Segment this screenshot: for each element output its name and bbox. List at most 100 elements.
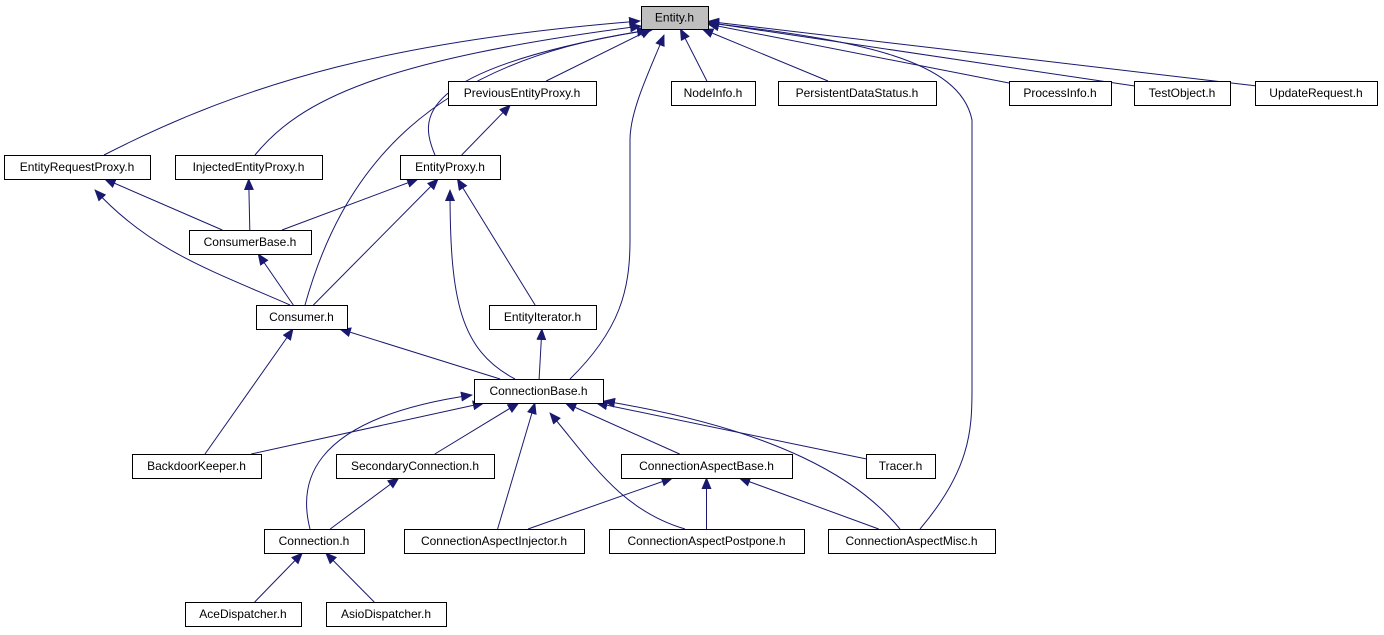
node-box: [189, 230, 312, 255]
edge-connection-to-secondary-connection: [329, 477, 400, 530]
edge-entity-iterator-to-entity-proxy: [456, 178, 536, 306]
node-box: [1134, 81, 1231, 106]
edge-consumer-base-to-injected-entity-proxy: [243, 178, 254, 231]
node-label: TestObject.h: [1149, 86, 1216, 100]
edge-consumer-base-to-entity-proxy: [281, 178, 419, 231]
edge-injected-entity-proxy-to-entity: [254, 22, 642, 156]
node-box: [400, 155, 501, 180]
edge-process-info-to-entity: [707, 21, 1010, 84]
node-label: EntityRequestProxy.h: [20, 160, 135, 174]
node-entity-request-proxy[interactable]: EntityRequestProxy.h: [4, 155, 151, 180]
node-label: Tracer.h: [879, 459, 923, 473]
edge-connection-aspect-misc-to-connection-aspect-base: [738, 477, 879, 530]
edge-persistent-data-status-to-entity: [701, 28, 829, 82]
node-label: EntityIterator.h: [504, 310, 581, 324]
edge-consumer-base-to-entity-request-proxy: [103, 178, 223, 231]
node-label: PersistentDataStatus.h: [796, 86, 919, 100]
node-box: [489, 305, 597, 330]
edge-node-info-to-entity: [679, 28, 708, 82]
edge-asio-dispatcher-to-connection: [325, 552, 375, 603]
edge-tracer-to-connection-base: [595, 400, 867, 460]
node-entity[interactable]: Entity.h: [641, 6, 709, 30]
node-box: [621, 454, 793, 479]
node-box: [1255, 81, 1378, 106]
node-label: ConnectionAspectMisc.h: [845, 534, 977, 548]
edge-update-request-to-entity: [707, 17, 1256, 87]
node-test-object[interactable]: TestObject.h: [1134, 81, 1231, 106]
node-consumer-base[interactable]: ConsumerBase.h: [189, 230, 312, 255]
edge-connection-base-to-consumer: [338, 327, 501, 380]
edge-entity-request-proxy-to-entity: [103, 16, 641, 156]
node-ace-dispatcher[interactable]: AceDispatcher.h: [185, 602, 302, 627]
node-box: [609, 529, 805, 554]
node-box: [4, 155, 151, 180]
node-connection[interactable]: Connection.h: [264, 529, 365, 554]
node-label: BackdoorKeeper.h: [147, 459, 246, 473]
node-box: [326, 602, 447, 627]
node-persistent-data-status[interactable]: PersistentDataStatus.h: [778, 81, 937, 106]
node-backdoor-keeper[interactable]: BackdoorKeeper.h: [132, 454, 262, 479]
edge-connection-aspect-injector-to-connection-base: [497, 402, 537, 530]
edge-consumer-to-consumer-base: [257, 253, 294, 306]
node-injected-entity-proxy[interactable]: InjectedEntityProxy.h: [175, 155, 323, 180]
node-label: AceDispatcher.h: [199, 607, 286, 621]
node-box: [778, 81, 937, 106]
node-label: InjectedEntityProxy.h: [193, 160, 305, 174]
node-previous-entity-proxy[interactable]: PreviousEntityProxy.h: [448, 81, 597, 106]
node-label: EntityProxy.h: [415, 160, 485, 174]
node-box: [828, 529, 996, 554]
edge-connection-base-to-entity-proxy: [445, 189, 516, 380]
node-label: ConnectionAspectPostpone.h: [627, 534, 785, 548]
edge-backdoor-keeper-to-consumer: [204, 328, 294, 455]
node-connection-base[interactable]: ConnectionBase.h: [474, 379, 604, 404]
node-box: [641, 6, 709, 30]
edge-consumer-to-entity-request-proxy: [94, 189, 291, 306]
node-label: ProcessInfo.h: [1023, 86, 1096, 100]
node-label: NodeInfo.h: [684, 86, 743, 100]
node-entity-iterator[interactable]: EntityIterator.h: [489, 305, 597, 330]
node-box: [474, 379, 604, 404]
node-consumer[interactable]: Consumer.h: [256, 305, 348, 330]
node-connection-aspect-postpone[interactable]: ConnectionAspectPostpone.h: [609, 529, 805, 554]
node-connection-aspect-base[interactable]: ConnectionAspectBase.h: [621, 454, 793, 479]
node-connection-aspect-misc[interactable]: ConnectionAspectMisc.h: [828, 529, 996, 554]
node-box: [256, 305, 348, 330]
node-update-request[interactable]: UpdateRequest.h: [1255, 81, 1378, 106]
edge-consumer-to-entity-proxy: [313, 178, 439, 306]
node-label: Connection.h: [279, 534, 350, 548]
edge-test-object-to-entity: [707, 19, 1135, 87]
node-box: [404, 529, 585, 554]
node-tracer[interactable]: Tracer.h: [866, 454, 936, 479]
node-box: [336, 454, 495, 479]
node-node-info[interactable]: NodeInfo.h: [671, 81, 756, 106]
node-box: [264, 529, 365, 554]
node-connection-aspect-injector[interactable]: ConnectionAspectInjector.h: [404, 529, 585, 554]
edge-connection-base-to-entity: [569, 34, 665, 380]
edges-layer: [94, 16, 1256, 603]
node-box: [448, 81, 597, 106]
edge-entity-proxy-to-previous-entity-proxy: [461, 104, 511, 156]
edge-previous-entity-proxy-to-entity: [545, 28, 653, 82]
node-label: PreviousEntityProxy.h: [464, 86, 581, 100]
node-entity-proxy[interactable]: EntityProxy.h: [400, 155, 501, 180]
node-label: Entity.h: [655, 11, 694, 25]
edge-ace-dispatcher-to-connection: [254, 552, 303, 603]
edge-connection-aspect-base-to-connection-base: [564, 402, 680, 455]
edge-secondary-connection-to-connection-base: [434, 402, 520, 455]
node-box: [185, 602, 302, 627]
node-label: ConsumerBase.h: [204, 235, 297, 249]
edge-connection-aspect-postpone-to-connection-base: [549, 412, 686, 530]
node-label: ConnectionAspectInjector.h: [421, 534, 567, 548]
node-process-info[interactable]: ProcessInfo.h: [1009, 81, 1112, 106]
node-box: [671, 81, 756, 106]
edge-connection-base-to-entity-iterator: [536, 328, 547, 380]
node-asio-dispatcher[interactable]: AsioDispatcher.h: [326, 602, 447, 627]
edge-consumer-to-entity: [304, 26, 653, 306]
node-label: UpdateRequest.h: [1269, 86, 1362, 100]
node-label: AsioDispatcher.h: [341, 607, 431, 621]
node-secondary-connection[interactable]: SecondaryConnection.h: [336, 454, 495, 479]
node-label: Consumer.h: [269, 310, 334, 324]
edge-connection-to-connection-base: [306, 391, 473, 530]
edge-connection-aspect-misc-to-entity: [707, 19, 973, 530]
